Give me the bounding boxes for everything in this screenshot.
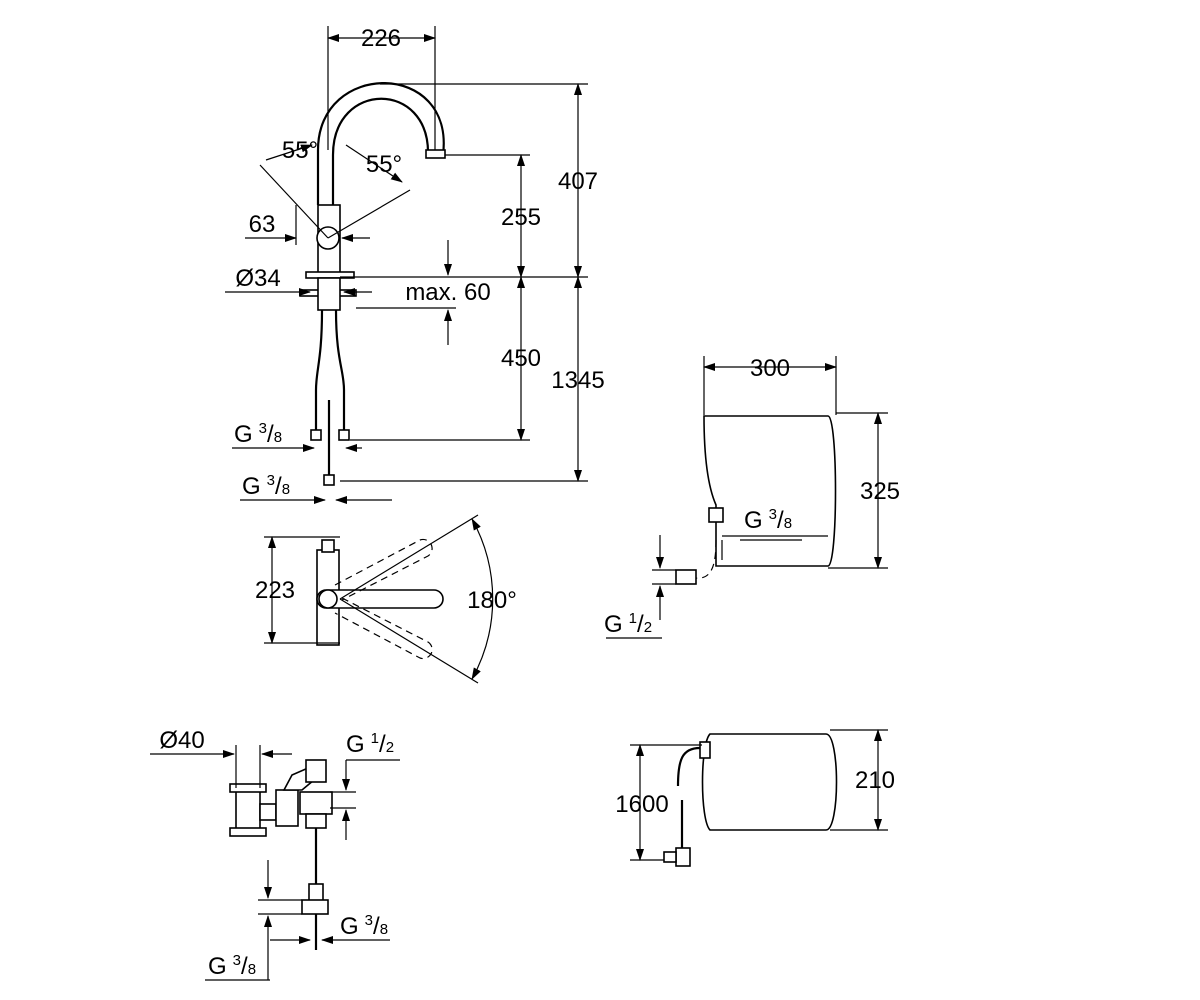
drain-pipe bbox=[694, 539, 717, 579]
lever-pivot bbox=[318, 589, 338, 609]
hose-right bbox=[334, 309, 346, 435]
hose-left bbox=[314, 309, 324, 435]
spout-inner-outline bbox=[331, 97, 430, 205]
valve-nut bbox=[305, 813, 327, 829]
mounting-nut bbox=[317, 277, 341, 311]
valve-body bbox=[275, 789, 299, 827]
faucet-top-view: 223 180° bbox=[255, 514, 517, 684]
valve-tee bbox=[299, 791, 333, 815]
boiler-front-tank bbox=[703, 415, 837, 567]
total-length-label: 1345 bbox=[551, 367, 604, 394]
boiler-outlet bbox=[708, 507, 724, 523]
lever-rotation-label: 180° bbox=[467, 587, 517, 614]
hose-fitting-right bbox=[338, 429, 350, 441]
lever-ghost-down bbox=[334, 597, 433, 660]
boiler-depth-label: 210 bbox=[855, 767, 895, 794]
pipe-diameter-label: Ø40 bbox=[159, 727, 204, 754]
valve-connector bbox=[259, 803, 277, 821]
swivel-right-label: 55° bbox=[366, 151, 402, 178]
valve-pipe bbox=[235, 787, 261, 835]
cable-length-label: 1600 bbox=[615, 791, 668, 818]
boiler-height-label: 325 bbox=[860, 478, 900, 505]
spout-outline bbox=[316, 82, 445, 205]
drain-fitting bbox=[675, 569, 697, 585]
spout-outlet bbox=[425, 149, 446, 159]
boiler-side-tank bbox=[701, 733, 838, 831]
faucet-side-view: 226 407 255 55° 55° 63 Ø34 max. 60 bbox=[225, 25, 605, 504]
max-deck-thickness-label: max. 60 bbox=[405, 279, 490, 306]
power-cable-top bbox=[676, 746, 701, 787]
faucet-top-cap bbox=[321, 539, 335, 553]
valve-bottom-tee bbox=[301, 899, 329, 915]
hose-length-label: 450 bbox=[501, 345, 541, 372]
top-depth-label: 223 bbox=[255, 577, 295, 604]
power-plug-prong bbox=[663, 851, 677, 863]
swivel-left-label: 55° bbox=[282, 137, 318, 164]
total-height-label: 407 bbox=[558, 168, 598, 195]
hose-fitting-center bbox=[323, 474, 335, 486]
valve-head bbox=[305, 759, 327, 783]
spout-outlet-height-label: 255 bbox=[501, 204, 541, 231]
power-plug bbox=[675, 847, 691, 867]
boiler-width-label: 300 bbox=[750, 355, 790, 382]
hose-fitting-left bbox=[310, 429, 322, 441]
boiler-side-view: 1600 210 bbox=[615, 729, 895, 867]
boiler-side-mount bbox=[699, 741, 711, 759]
base-diameter-label: Ø34 bbox=[235, 265, 280, 292]
valve-pipe-cap-top bbox=[229, 783, 267, 793]
valve-pipe-cap-bottom bbox=[229, 827, 267, 837]
lever-offset-label: 63 bbox=[249, 211, 276, 238]
lever-ghost-up bbox=[334, 538, 433, 601]
spout-width-label: 226 bbox=[361, 25, 401, 52]
